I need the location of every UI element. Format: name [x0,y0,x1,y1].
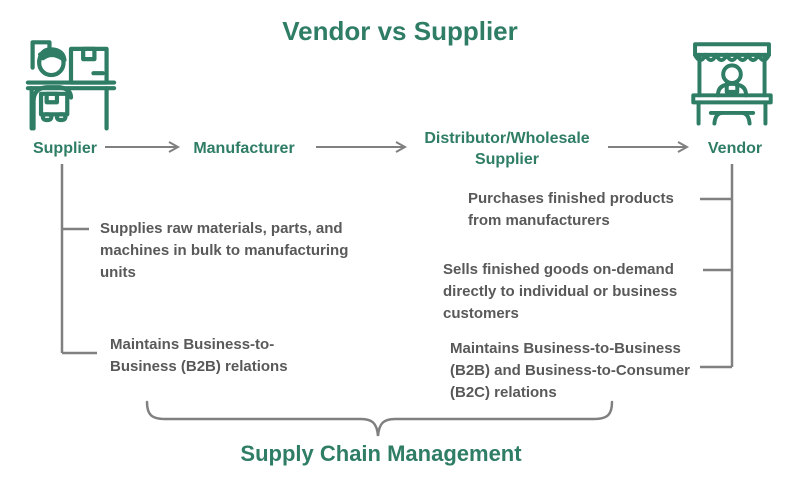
supplier-point-b2b: Maintains Business-to- Business (B2B) re… [110,334,288,378]
supply-chain-brace [145,400,614,437]
right-arrow-icon [105,141,181,153]
page-title: Vendor vs Supplier [282,16,518,46]
desc-line: Purchases finished products [468,190,674,207]
desc-line: Sells finished goods on-demand [443,261,674,278]
desc-line: Maintains Business-to-Business [450,340,681,357]
desc-line: Supplies raw materials, parts, and [100,220,343,237]
desc-line: Maintains Business-to- [110,336,275,353]
vendor-market-stall-icon [688,36,776,130]
vendor-connector-line [700,164,734,369]
supplier-connector-line [60,164,97,355]
desc-line: from manufacturers [468,212,610,229]
right-arrow-icon [608,141,690,153]
desc-line: Business (B2B) relations [110,358,288,375]
supply-chain-management-label: Supply Chain Management [240,441,522,466]
desc-line: units [100,264,136,281]
vendor-point-sells: Sells finished goods on-demand directly … [443,259,677,325]
flow-node-vendor: Vendor [707,140,763,157]
flow-node-distributor: Distributor/Wholesale Supplier [424,130,590,168]
flow-node-supplier: Supplier [32,140,97,157]
desc-line: (B2C) relations [450,384,557,401]
supplier-point-raw-materials: Supplies raw materials, parts, and machi… [100,218,348,284]
flow-node-manufacturer: Manufacturer [193,140,295,157]
supplier-warehouse-worker-icon [24,32,118,135]
desc-line: machines in bulk to manufacturing [100,242,349,259]
vendor-point-b2b-b2c: Maintains Business-to-Business (B2B) and… [450,338,690,404]
right-arrow-icon [316,141,408,153]
desc-line: customers [443,305,519,322]
vendor-point-purchases: Purchases finished products from manufac… [468,188,674,232]
desc-line: (B2B) and Business-to-Consumer [450,362,691,379]
desc-line: directly to individual or business [443,283,678,300]
